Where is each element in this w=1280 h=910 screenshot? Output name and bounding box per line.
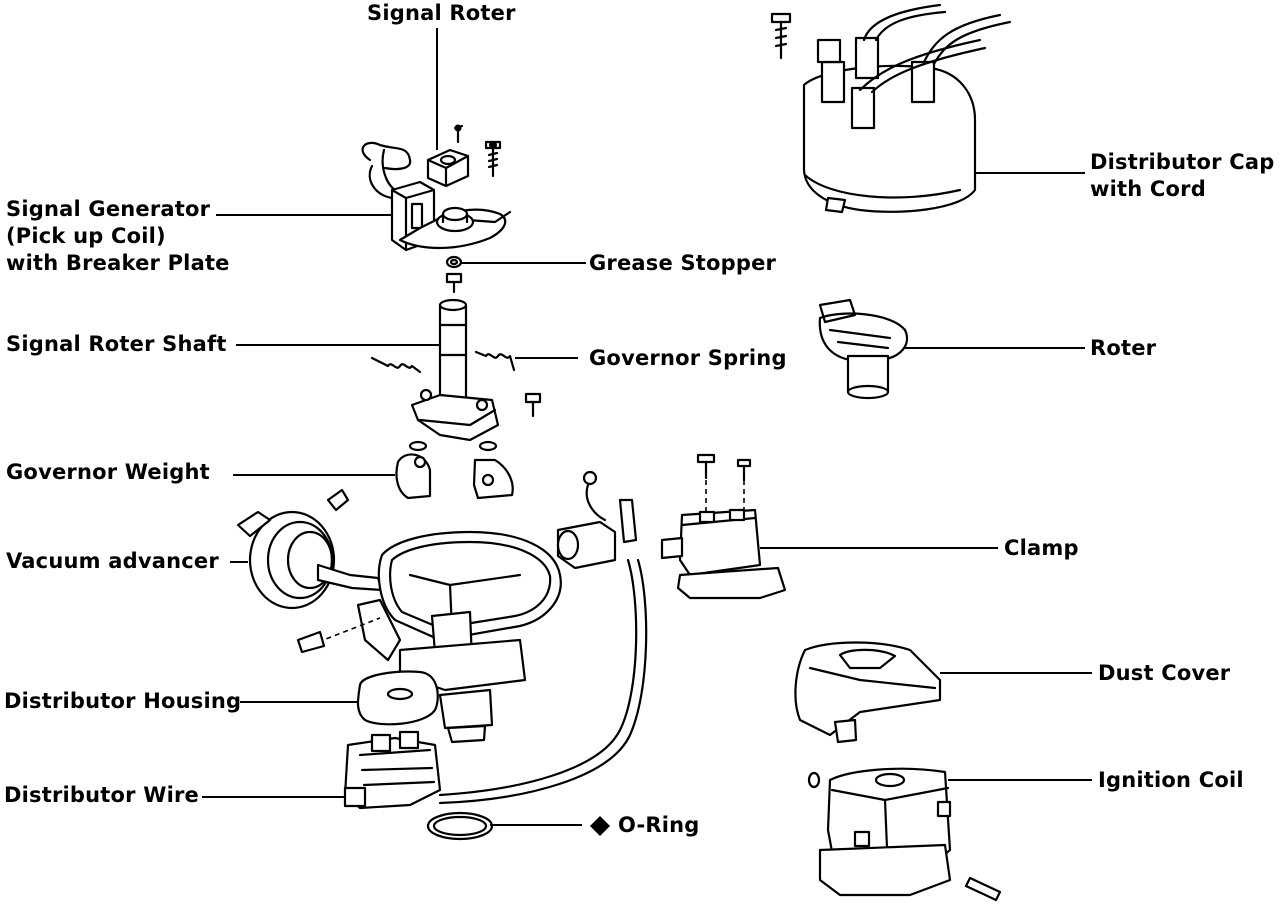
leader-lines [202, 28, 1092, 826]
label-vacuum-advancer: Vacuum advancer [6, 549, 219, 573]
label-governor-weight: Governor Weight [6, 460, 210, 484]
label-clamp: Clamp [1004, 536, 1079, 560]
label-governor-spring: Governor Spring [589, 346, 787, 370]
clamp-part [660, 453, 787, 600]
vacuum-advancer-part [236, 488, 384, 610]
dust-cover-part [794, 641, 942, 744]
label-dust-cover: Dust Cover [1098, 661, 1231, 685]
ignition-coil-part [807, 767, 1002, 902]
label-distributor-cap: Distributor Cap with Cord [1090, 150, 1275, 201]
label-signal-generator: Signal Generator (Pick up Coil) with Bre… [6, 197, 230, 275]
governor-spring-part [370, 350, 542, 418]
label-signal-roter-shaft: Signal Roter Shaft [6, 332, 227, 356]
o-ring-part [426, 811, 494, 841]
distributor-cap-part [770, 3, 1012, 214]
grease-stopper-part [445, 255, 463, 294]
label-o-ring: O-Ring [618, 813, 700, 837]
signal-roter-part [426, 124, 502, 188]
distributor-wire-part [343, 470, 648, 810]
label-grease-stopper: Grease Stopper [589, 251, 777, 275]
governor-weight-part [395, 440, 514, 500]
signal-roter-shaft-part [410, 298, 500, 442]
label-roter: Roter [1090, 336, 1157, 360]
distributor-housing-part [296, 530, 562, 744]
label-distributor-wire: Distributor Wire [4, 783, 199, 807]
diamond-icon [590, 816, 610, 836]
signal-generator-part [361, 141, 512, 252]
roter-part [818, 298, 908, 400]
label-distributor-housing: Distributor Housing [4, 689, 242, 713]
label-ignition-coil: Ignition Coil [1098, 768, 1244, 792]
label-signal-roter: Signal Roter [367, 1, 516, 25]
